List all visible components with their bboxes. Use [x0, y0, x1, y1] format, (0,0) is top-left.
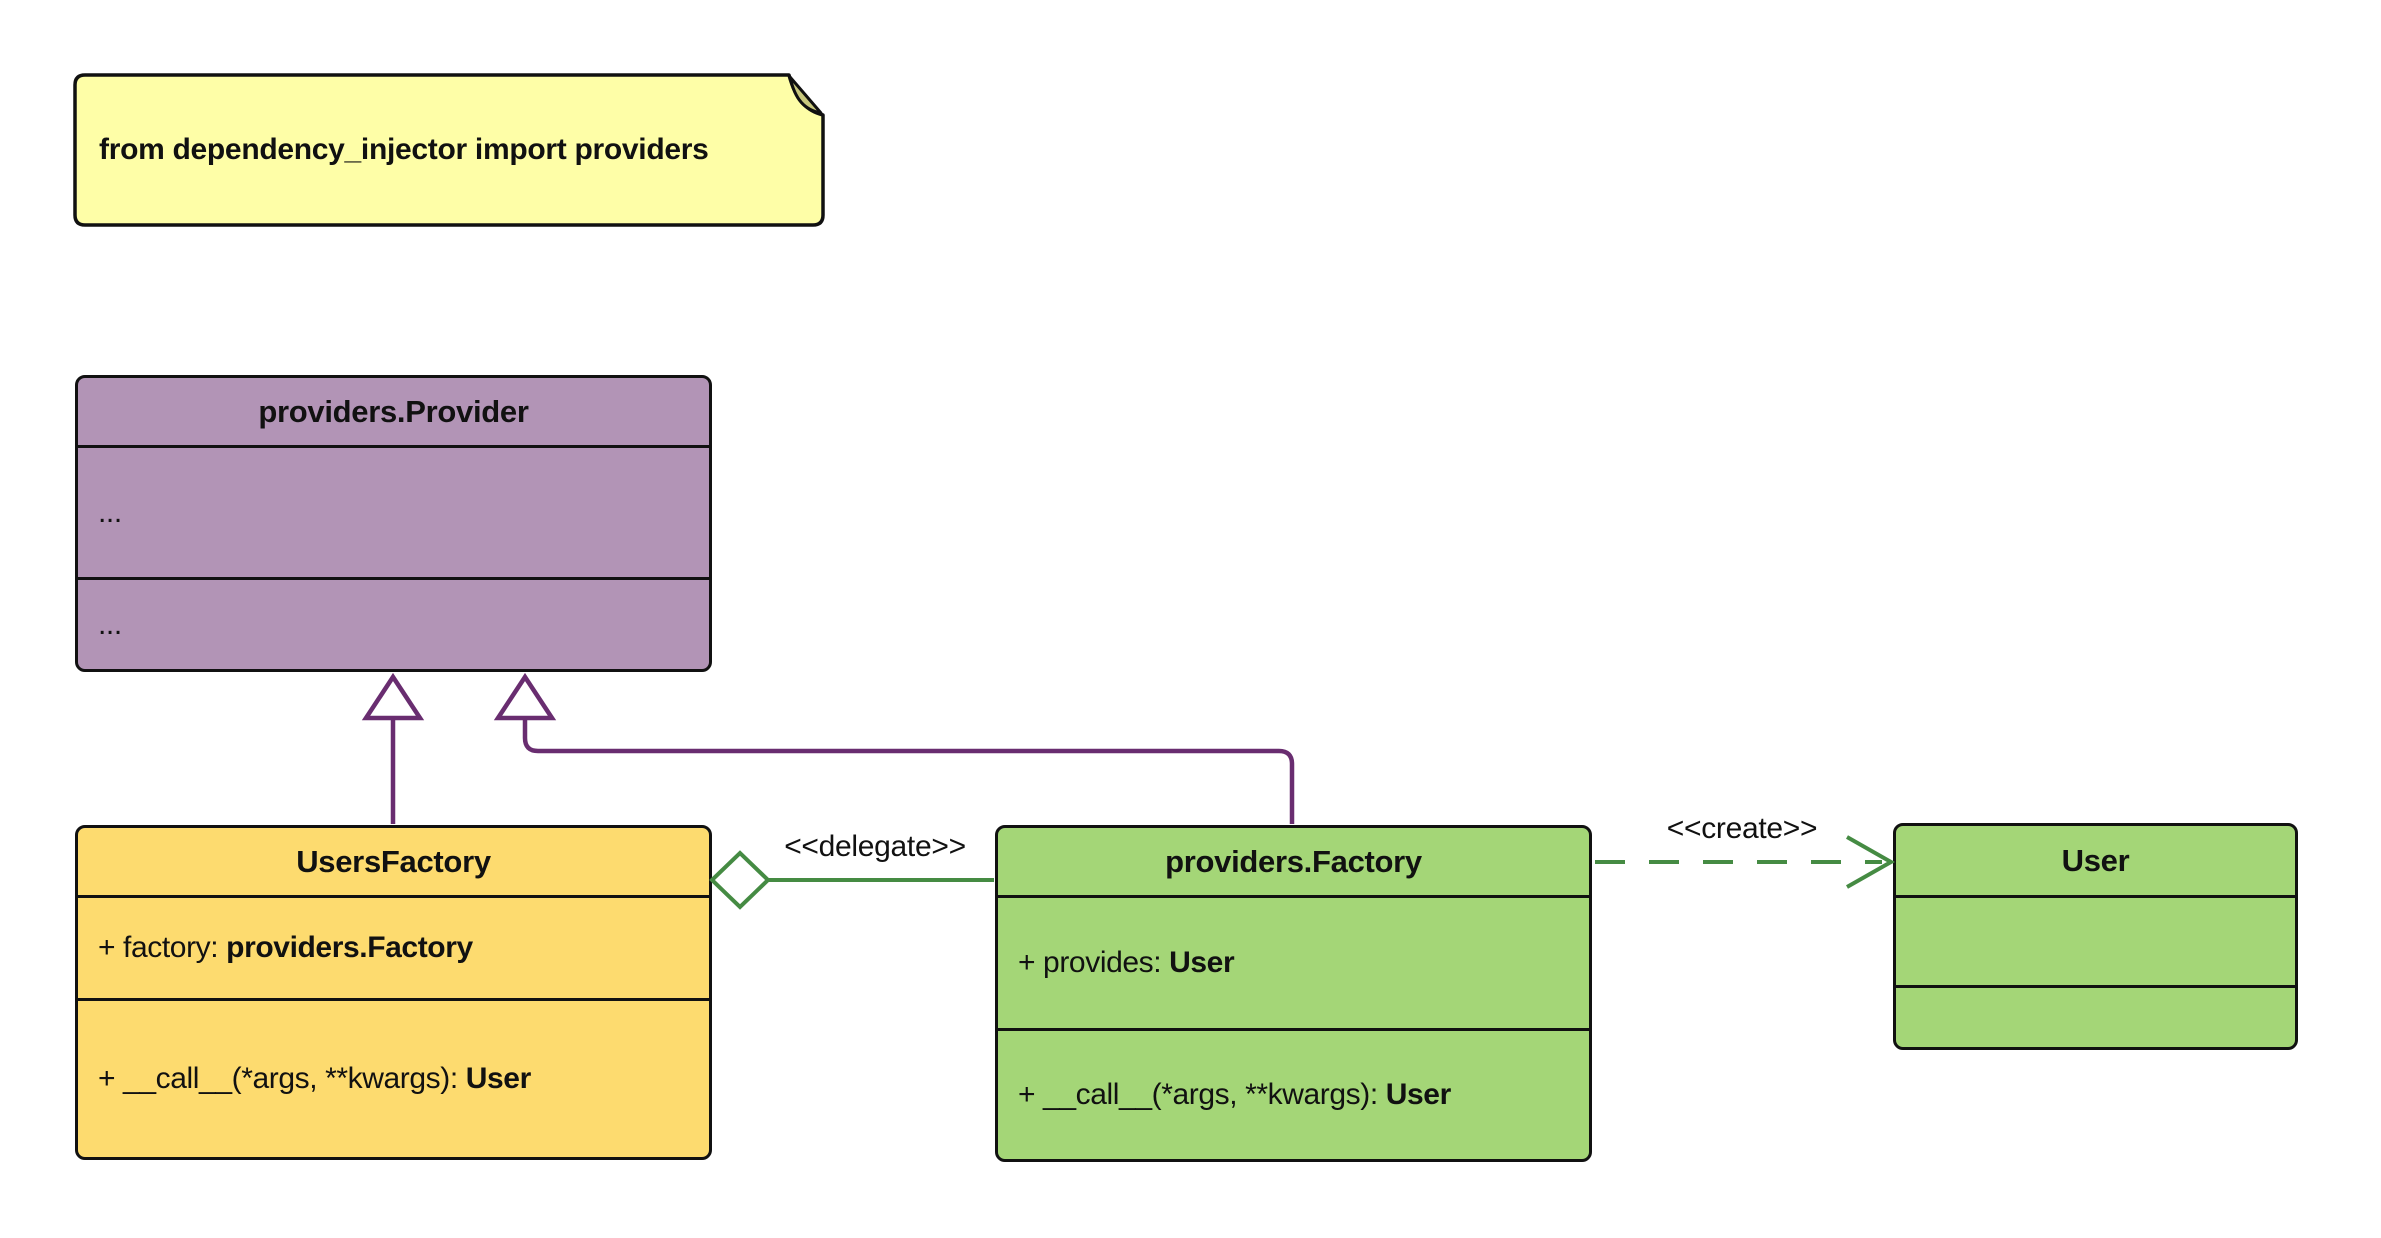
class-title: UsersFactory [296, 843, 491, 879]
methods-compartment: ... [78, 577, 709, 669]
attributes-compartment: ... [78, 445, 709, 577]
class-title: providers.Factory [1165, 843, 1422, 879]
attributes-compartment [1896, 895, 2295, 985]
attributes-compartment: + factory: providers.Factory [78, 895, 709, 998]
class-users-factory: UsersFactory + factory: providers.Factor… [75, 825, 712, 1160]
delegate-stereotype-label: <<delegate>> [784, 830, 966, 863]
member-text: ... [98, 607, 122, 641]
attributes-compartment: + provides: User [998, 895, 1589, 1028]
member-text: + __call__(*args, **kwargs): [98, 1062, 466, 1095]
methods-compartment [1896, 985, 2295, 1047]
member-type: User [1169, 946, 1235, 979]
class-providers-factory: providers.Factory + provides: User + __c… [995, 825, 1592, 1162]
class-title: providers.Provider [258, 393, 529, 429]
inheritance-triangle-icon [361, 672, 425, 721]
member-text: + __call__(*args, **kwargs): [1018, 1078, 1386, 1111]
class-title: User [2061, 842, 2130, 878]
methods-compartment: + __call__(*args, **kwargs): User [78, 998, 709, 1157]
member-type: User [1385, 1078, 1452, 1111]
class-user: User [1893, 823, 2298, 1050]
inheritance-line-factory [522, 718, 1295, 824]
class-providers-provider: providers.Provider ... ... [75, 375, 712, 672]
inheritance-triangle-icon [493, 672, 557, 721]
methods-compartment: + __call__(*args, **kwargs): User [998, 1028, 1589, 1159]
note-import-providers: from dependency_injector import provider… [99, 133, 709, 166]
member-text: + provides: [1018, 946, 1170, 979]
member-type: providers.Factory [226, 931, 473, 964]
create-stereotype-label: <<create>> [1666, 812, 1818, 845]
member-text: ... [98, 495, 122, 529]
member-type: User [465, 1062, 532, 1095]
member-text: + factory: [98, 931, 227, 964]
